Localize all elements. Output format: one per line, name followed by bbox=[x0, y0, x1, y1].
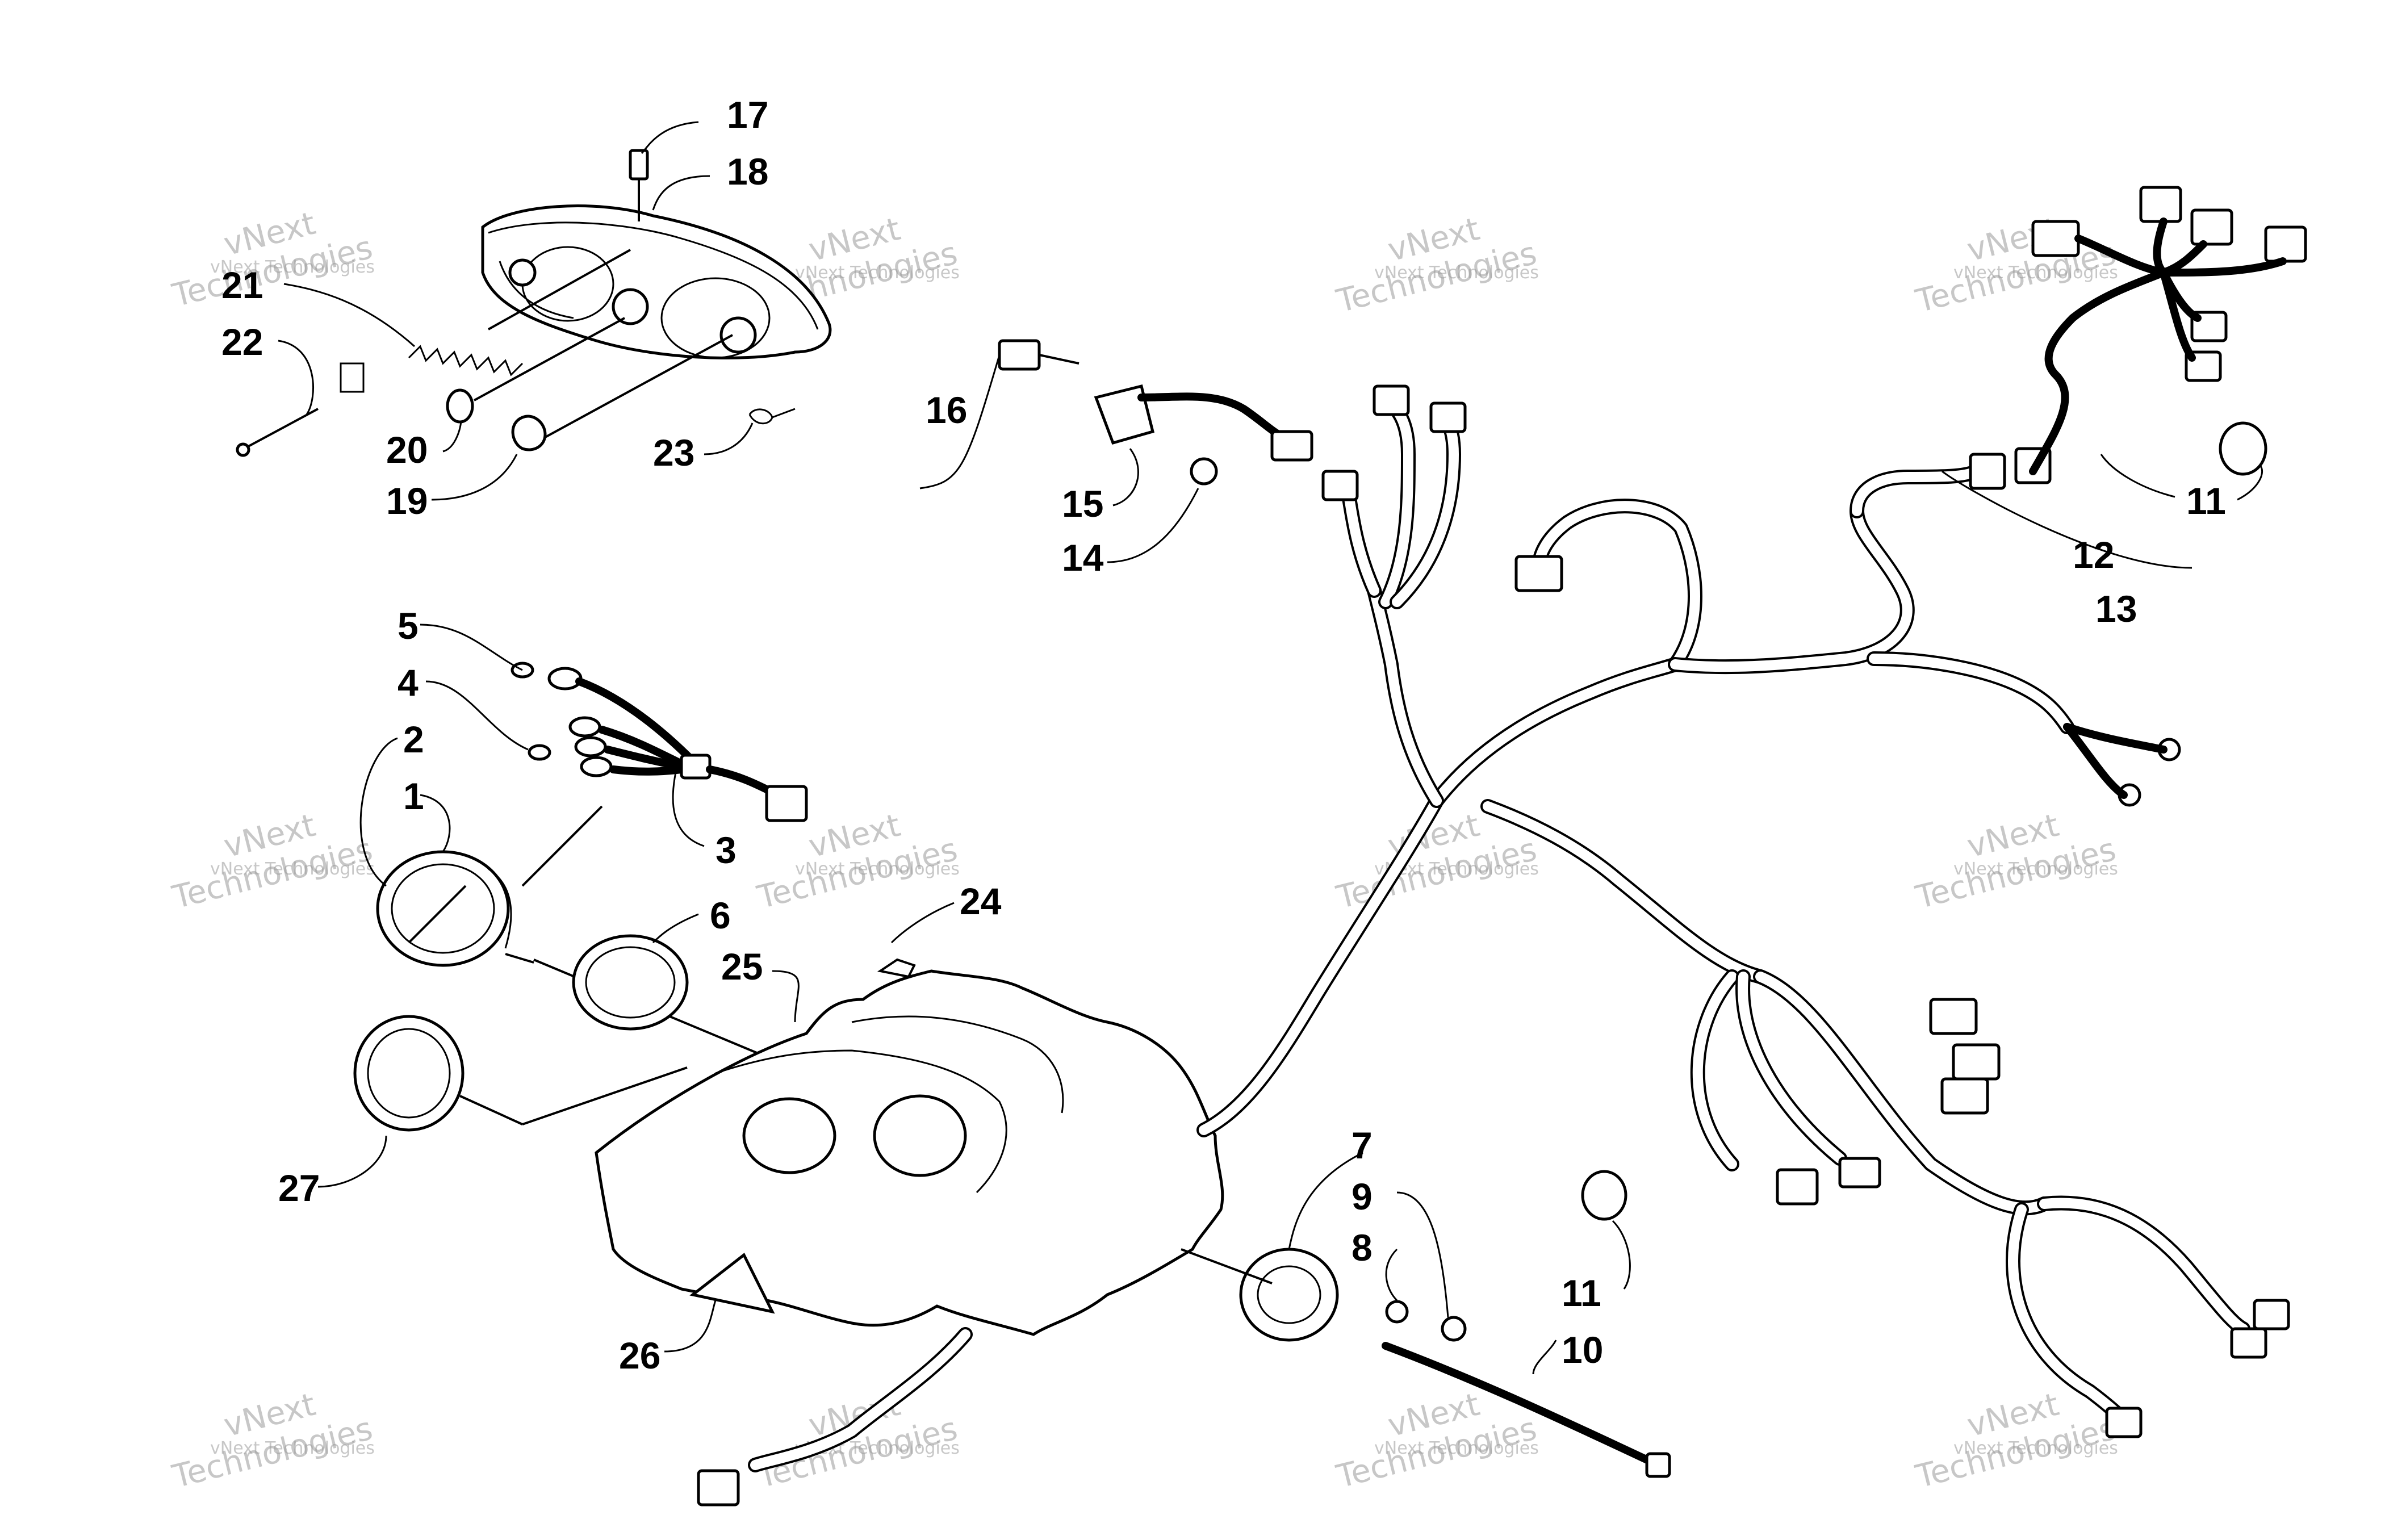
watermark-text: vNext Technologies bbox=[1953, 263, 2118, 283]
callout-16: 16 bbox=[926, 389, 967, 431]
callout-11-bottom: 11 bbox=[1562, 1272, 1601, 1314]
watermark-text: vNext Technologies bbox=[210, 859, 375, 879]
callout-1: 1 bbox=[403, 775, 424, 817]
watermark-text: vNext Technologies bbox=[795, 263, 960, 283]
callout-4: 4 bbox=[398, 662, 419, 704]
callout-2: 2 bbox=[403, 718, 424, 760]
dash-panel bbox=[595, 958, 1224, 1336]
callout-6: 6 bbox=[710, 894, 731, 936]
watermark-text: vNext Technologies bbox=[210, 1438, 375, 1458]
lens-27 bbox=[353, 1015, 688, 1132]
callout-19: 19 bbox=[386, 480, 428, 522]
callout-21: 21 bbox=[221, 264, 263, 306]
connectors bbox=[697, 186, 2307, 1506]
watermark-text: vNext Technologies bbox=[795, 859, 960, 879]
gauge-assembly bbox=[376, 662, 983, 1148]
part-14-16 bbox=[998, 339, 1313, 486]
callout-12: 12 bbox=[2073, 534, 2114, 576]
watermark-text: vNext Technologies bbox=[1374, 1438, 1539, 1458]
watermark-text: vNext Technologies bbox=[1374, 263, 1539, 283]
callout-17: 17 bbox=[727, 94, 768, 136]
watermark-text: vNext Technologies bbox=[210, 257, 375, 277]
callout-25: 25 bbox=[721, 945, 763, 987]
headlight-assembly bbox=[236, 149, 832, 457]
watermark-text: vNext Technologies bbox=[1953, 1438, 2118, 1458]
leader-lines bbox=[278, 121, 2263, 1375]
callout-23: 23 bbox=[653, 432, 694, 474]
callout-22: 22 bbox=[221, 321, 263, 363]
callout-26: 26 bbox=[619, 1334, 660, 1376]
callout-13: 13 bbox=[2095, 588, 2137, 630]
callout-5: 5 bbox=[398, 605, 419, 647]
callout-3: 3 bbox=[716, 829, 737, 871]
callout-9: 9 bbox=[1352, 1175, 1373, 1217]
callout-14: 14 bbox=[1062, 537, 1104, 579]
callout-27: 27 bbox=[278, 1167, 320, 1209]
callout-18: 18 bbox=[727, 150, 768, 192]
watermark-text: vNext Technologies bbox=[1953, 859, 2118, 879]
callout-24: 24 bbox=[960, 880, 1002, 922]
callout-7: 7 bbox=[1352, 1124, 1373, 1166]
callout-20: 20 bbox=[386, 429, 428, 471]
callout-8: 8 bbox=[1352, 1227, 1373, 1269]
callout-labels: 17 18 21 22 20 19 23 16 15 14 11 12 13 5… bbox=[221, 94, 2226, 1376]
callout-11-top: 11 bbox=[2186, 480, 2226, 522]
speedometer-cable-assembly bbox=[1181, 421, 2267, 1478]
callout-10: 10 bbox=[1562, 1329, 1603, 1371]
callout-15: 15 bbox=[1062, 483, 1103, 525]
